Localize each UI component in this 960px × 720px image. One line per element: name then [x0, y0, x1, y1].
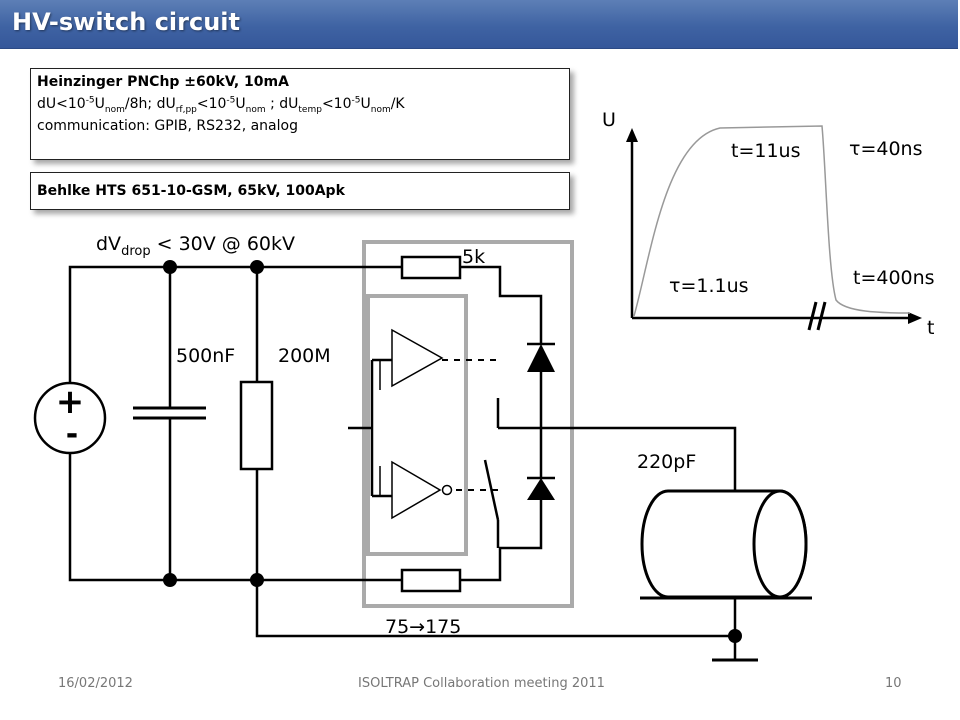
inverter-bubble [441, 484, 453, 496]
circuit-wires [68, 265, 758, 662]
footer-meeting: ISOLTRAP Collaboration meeting 2011 [358, 676, 605, 691]
fall-duration-label: t=400ns [853, 267, 935, 289]
junction-dots [163, 260, 742, 643]
source-minus: - [66, 417, 78, 452]
load-capacitor-label: 220pF [637, 451, 696, 473]
power-supply-info-box: Heinzinger PNChp ±60kV, 10mA dU<10-5Unom… [30, 68, 570, 160]
source-plus: + [56, 382, 85, 422]
switch-info-box: Behlke HTS 651-10-GSM, 65kV, 100Apk [30, 172, 570, 210]
diode-bottom [527, 478, 555, 500]
load-capacitor-cylinder [640, 489, 812, 600]
resistor-200m [239, 380, 274, 471]
switch-model: Behlke HTS 651-10-GSM, 65kV, 100Apk [37, 183, 345, 199]
resistor-75-175 [400, 568, 462, 593]
driver-buffer-bottom [391, 460, 442, 520]
resistor-75-175-label: 75→175 [385, 616, 461, 638]
dv-drop-label: dVdrop < 30V @ 60kV [96, 233, 295, 259]
plot-x-axis-label: t [927, 317, 934, 339]
resistor-value-label: 200M [278, 345, 331, 367]
footer-date: 16/02/2012 [58, 676, 133, 691]
hv-switch-outer-box [362, 240, 574, 608]
capacitor-value-label: 500nF [176, 345, 235, 367]
resistor-5k-label: 5k [462, 246, 485, 268]
voltage-source [33, 381, 107, 455]
resistor-5k [400, 255, 462, 280]
rise-tau-label: τ=1.1us [669, 275, 749, 297]
fall-tau-label: τ=40ns [849, 138, 922, 160]
plot-y-axis-label: U [602, 109, 616, 131]
slide-title: HV-switch circuit [12, 8, 240, 36]
diode-top [527, 344, 555, 372]
title-bar: HV-switch circuit [0, 0, 958, 49]
driver-buffer-top [391, 328, 444, 388]
power-supply-communication: communication: GPIB, RS232, analog [37, 118, 298, 134]
power-supply-specs: dU<10-5Unom/8h; dUrf,pp<10-5Unom ; dUtem… [37, 95, 405, 115]
pulse-plot: U t t=11us τ=1.1us τ=40ns t=400ns [602, 109, 935, 339]
rise-duration-label: t=11us [731, 140, 801, 162]
pulse-curve [633, 125, 911, 317]
power-supply-model: Heinzinger PNChp ±60kV, 10mA [37, 74, 289, 90]
footer-page-number: 10 [885, 676, 902, 691]
driver-inner-box [366, 294, 468, 556]
